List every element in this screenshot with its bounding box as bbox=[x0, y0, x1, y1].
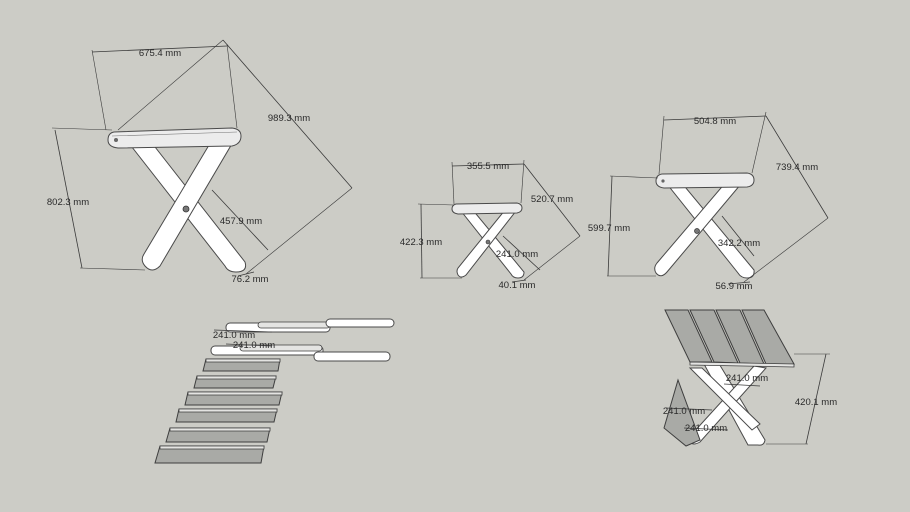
stool-slatted-dimensions bbox=[665, 353, 830, 445]
stool-medium-thickness-label: 56.9 mm bbox=[716, 281, 753, 292]
stool-large-leg-label: 457.9 mm bbox=[220, 216, 262, 227]
stool-slatted-dim-a-label: 241.0 mm bbox=[726, 373, 768, 384]
stool-medium-dimensions bbox=[607, 111, 829, 285]
stool-large-leg-b bbox=[141, 139, 234, 271]
stool-small-leg-a bbox=[460, 208, 525, 279]
stool-slatted-height-label: 420.1 mm bbox=[795, 397, 837, 408]
stool-medium-height-label: 599.7 mm bbox=[588, 223, 630, 234]
stool-slatted-dim-b-label: 241.0 mm bbox=[663, 406, 705, 417]
stool-small-leg-label: 241.0 mm bbox=[496, 249, 538, 260]
stool-small-thickness-label: 40.1 mm bbox=[499, 280, 536, 291]
stool-small-pivot-bolt bbox=[485, 239, 491, 245]
stool-large-pivot-bolt bbox=[182, 205, 190, 213]
stool-slatted-dim-c-label: 241.0 mm bbox=[685, 423, 727, 434]
stool-medium-leg-a bbox=[666, 181, 755, 279]
parts-layout[interactable]: 241.0 mm 241.0 mm bbox=[154, 318, 395, 464]
stool-large-height-label: 802.3 mm bbox=[47, 197, 89, 208]
parts-dim-a-label: 241.0 mm bbox=[213, 330, 255, 341]
stool-small-seat bbox=[451, 202, 523, 215]
stool-medium-pivot-bolt bbox=[694, 228, 700, 234]
parts-rail-lower bbox=[210, 344, 391, 362]
stool-small-depth-label: 520.7 mm bbox=[531, 194, 573, 205]
stool-large-width-label: 675.4 mm bbox=[139, 48, 181, 59]
stool-medium[interactable]: 504.8 mm 739.4 mm 599.7 mm 342.2 mm 56.9… bbox=[588, 111, 829, 292]
stool-slatted-side-panel bbox=[663, 378, 701, 447]
stool-medium-leg-label: 342.2 mm bbox=[718, 238, 760, 249]
stool-small-dimensions bbox=[417, 159, 581, 283]
stool-large-seat bbox=[107, 127, 242, 149]
parts-dimensions bbox=[213, 329, 273, 347]
parts-slats bbox=[154, 358, 283, 464]
parts-dim-b-label: 241.0 mm bbox=[233, 340, 275, 351]
parts-rail-upper bbox=[225, 318, 395, 333]
stool-small-height-label: 422.3 mm bbox=[400, 237, 442, 248]
stool-slatted-seat bbox=[664, 309, 795, 368]
stool-medium-width-label: 504.8 mm bbox=[694, 116, 736, 127]
stool-large[interactable]: 675.4 mm 989.3 mm 802.3 mm 457.9 mm 76.2… bbox=[47, 39, 353, 285]
stool-large-dimensions bbox=[51, 39, 353, 277]
stool-slatted[interactable]: 241.0 mm 241.0 mm 241.0 mm 420.1 mm bbox=[663, 309, 837, 447]
stool-medium-seat bbox=[655, 172, 755, 189]
stool-small-width-label: 355.5 mm bbox=[467, 161, 509, 172]
stool-small[interactable]: 355.5 mm 520.7 mm 422.3 mm 241.0 mm 40.1… bbox=[400, 159, 581, 291]
stool-large-depth-label: 989.3 mm bbox=[268, 113, 310, 124]
stool-large-thickness-label: 76.2 mm bbox=[232, 274, 269, 285]
stool-slatted-leg-c bbox=[688, 367, 761, 431]
stool-medium-depth-label: 739.4 mm bbox=[776, 162, 818, 173]
